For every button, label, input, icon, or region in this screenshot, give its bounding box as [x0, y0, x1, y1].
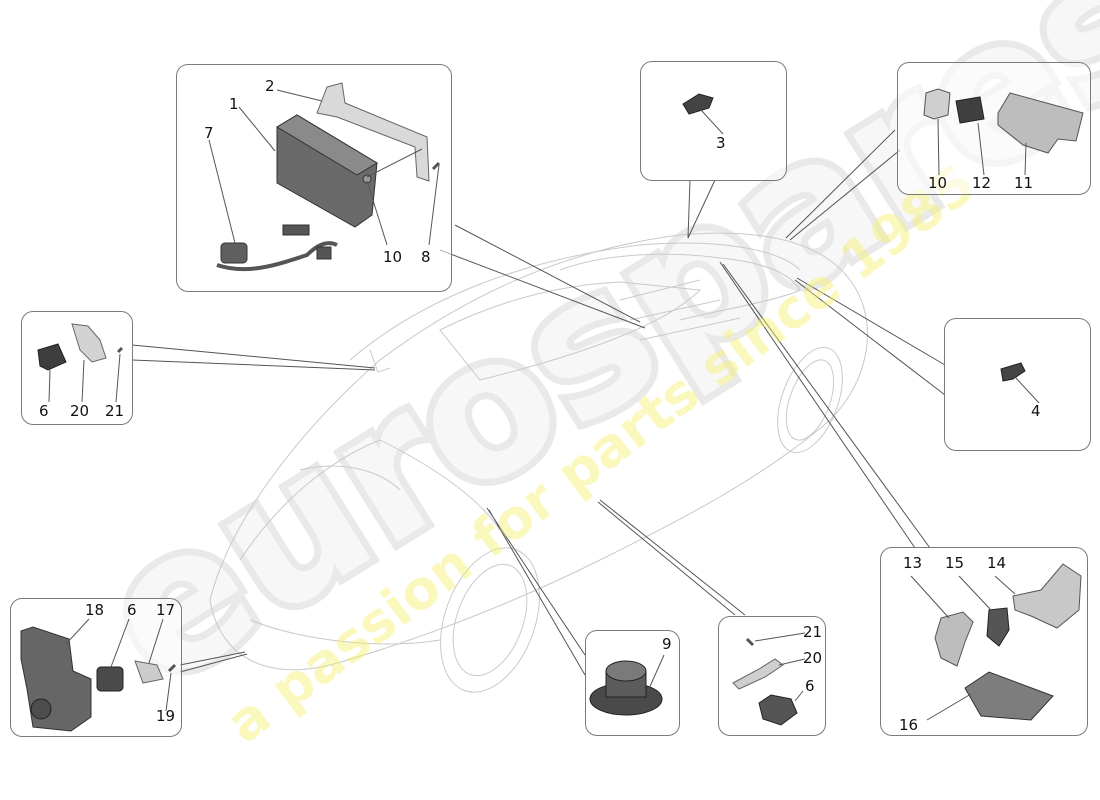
callout-label-11: 11 — [1014, 174, 1034, 192]
callout-label-3: 3 — [716, 134, 726, 152]
callout-label-21: 21 — [105, 402, 125, 420]
callout-label-19: 19 — [156, 707, 176, 725]
callout-label-6: 6 — [127, 601, 137, 619]
sensor-3-illustration — [682, 93, 724, 135]
callout-label-6: 6 — [805, 677, 815, 695]
parts-21-20-6-illustration — [732, 632, 806, 726]
callout-label-14: 14 — [987, 554, 1007, 572]
callout-label-7: 7 — [204, 124, 214, 142]
callout-label-17: 17 — [156, 601, 176, 619]
callout-label-20: 20 — [803, 649, 823, 667]
callout-label-12: 12 — [972, 174, 992, 192]
callout-part-4: 4 — [944, 318, 1091, 451]
callout-label-9: 9 — [662, 635, 672, 653]
callout-label-2: 2 — [265, 77, 275, 95]
callout-label-16: 16 — [899, 716, 919, 734]
parts-13-15-14-16-illustration — [910, 563, 1082, 721]
callout-label-4: 4 — [1031, 402, 1041, 420]
callout-parts-18-6-17-19: 18 6 17 19 — [10, 598, 182, 737]
callout-parts-21-20-6: 21 20 6 — [718, 616, 826, 736]
callout-label-10: 10 — [928, 174, 948, 192]
parts-18-6-17-19-illustration — [20, 618, 177, 732]
callout-part-9: 9 — [585, 630, 680, 736]
leader-lines — [131, 129, 946, 676]
callout-ecu: 1 2 7 10 8 — [176, 64, 452, 292]
callout-label-20: 20 — [70, 402, 90, 420]
callout-label-15: 15 — [945, 554, 965, 572]
ecu-parts-illustration — [208, 82, 441, 272]
callout-label-8: 8 — [421, 248, 431, 266]
parts-10-12-11-illustration — [923, 88, 1084, 176]
speaker-9-illustration — [589, 654, 665, 716]
callout-parts-13-15-14-16: 13 15 14 16 — [880, 547, 1088, 736]
car-outline — [209, 232, 868, 693]
callout-parts-10-12-11: 10 12 11 — [897, 62, 1091, 195]
callout-label-13: 13 — [903, 554, 923, 572]
callout-parts-6-20-21: 6 20 21 — [21, 311, 133, 425]
callout-label-21: 21 — [803, 623, 823, 641]
callout-label-6: 6 — [39, 402, 49, 420]
sensor-4-illustration — [1000, 362, 1040, 404]
callout-label-1: 1 — [229, 95, 239, 113]
parts-6-20-21-illustration — [37, 323, 124, 403]
callout-label-18: 18 — [85, 601, 105, 619]
callout-label-10: 10 — [383, 248, 403, 266]
callout-part-3: 3 — [640, 61, 787, 181]
